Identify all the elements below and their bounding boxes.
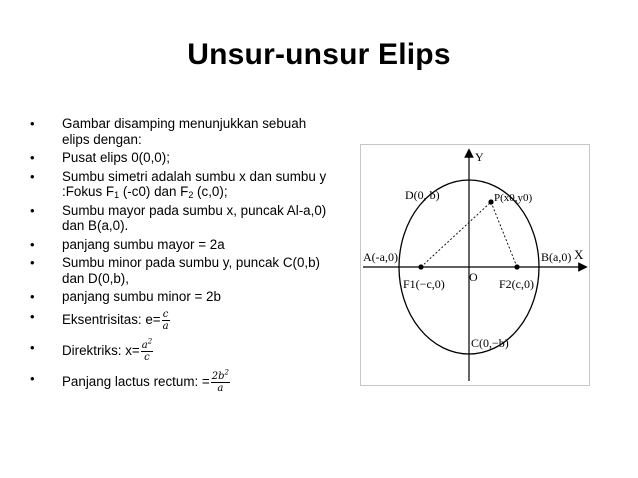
vertex-b-label: B(a,0) <box>541 250 571 264</box>
origin-label: O <box>469 270 478 284</box>
focus-1-label: F1(−c,0) <box>403 277 445 291</box>
focal-line-f2-p <box>490 201 518 268</box>
ellipse-svg: Y X O D(0, b) P(x0,y0) A(-a,0) B(a,0) F1… <box>363 148 588 381</box>
list-item-eccentricity: Eksentrisitas: e=ca <box>30 309 330 332</box>
list-item: Sumbu simetri adalah sumbu x dan sumbu y… <box>30 169 330 200</box>
vertex-a-label: A(-a,0) <box>363 250 398 264</box>
bullet-list: Gambar disamping menunjukkan sebuah elip… <box>30 116 330 402</box>
axis-x-label: X <box>574 247 584 262</box>
axis-y-label: Y <box>475 150 484 164</box>
focus-2-dot <box>514 264 520 270</box>
vertex-d-label: D(0, b) <box>405 188 440 202</box>
focal-line-f1-p <box>420 201 492 268</box>
focus-1-dot <box>418 264 424 270</box>
list-item: panjang sumbu mayor = 2a <box>30 237 330 253</box>
ellipse-diagram: Y X O D(0, b) P(x0,y0) A(-a,0) B(a,0) F1… <box>360 144 590 386</box>
focus-2-label: F2(c,0) <box>499 277 534 291</box>
list-item: panjang sumbu minor = 2b <box>30 289 330 305</box>
slide-title: Unsur-unsur Elips <box>187 38 451 71</box>
vertex-c-label: C(0,−b) <box>471 336 509 350</box>
list-item: Sumbu mayor pada sumbu x, puncak Al-a,0)… <box>30 203 330 234</box>
list-item: Gambar disamping menunjukkan sebuah elip… <box>30 116 330 147</box>
list-item: Pusat elips 0(0,0); <box>30 150 330 166</box>
ellipse-curve <box>398 179 540 355</box>
point-p-label: P(x0,y0) <box>494 192 533 204</box>
list-item-directrix: Direktriks: x=a2c <box>30 337 330 363</box>
list-item: Sumbu minor pada sumbu y, puncak C(0,b) … <box>30 255 330 286</box>
point-p-dot <box>488 199 494 205</box>
